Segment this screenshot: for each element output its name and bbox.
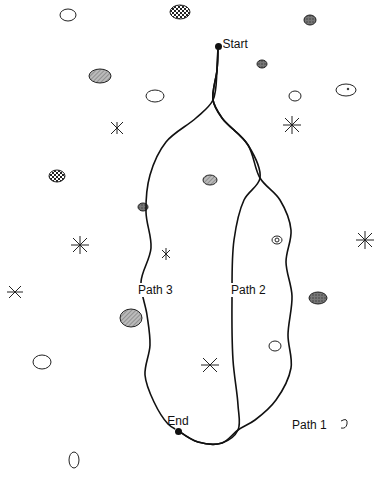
- grass-star: [71, 236, 89, 254]
- path-label: Path 3: [136, 283, 175, 297]
- rock: [49, 170, 65, 182]
- grass-star: [7, 286, 23, 298]
- grass-star: [283, 116, 301, 134]
- rock: [289, 91, 301, 101]
- grass-star: [111, 122, 123, 134]
- trail-path: [181, 49, 260, 444]
- waypoint-dot: [215, 43, 222, 50]
- trail-path: [141, 49, 218, 428]
- grass-star: [356, 231, 374, 249]
- rock: [69, 452, 79, 468]
- rock: [336, 84, 356, 96]
- rock: [257, 60, 267, 68]
- grass-star: [201, 358, 219, 372]
- rock: [170, 5, 190, 19]
- waypoint-label: Start: [223, 37, 248, 51]
- curl-mark: [341, 420, 347, 429]
- rock: [146, 90, 164, 102]
- rock: [309, 292, 327, 304]
- path-label: Path 2: [229, 283, 268, 297]
- rock: [203, 175, 217, 185]
- waypoint-dot: [175, 428, 182, 435]
- path-label: Path 1: [290, 418, 329, 432]
- rock: [60, 9, 76, 21]
- waypoint-label: End: [167, 414, 188, 428]
- waypoint: End: [167, 414, 188, 435]
- rock: [33, 355, 51, 369]
- rock: [269, 341, 281, 351]
- waypoint: Start: [215, 41, 248, 51]
- rock: [272, 236, 282, 244]
- rock: [89, 69, 111, 83]
- grass-star: [162, 248, 170, 260]
- rock: [304, 15, 316, 25]
- trail-path: [181, 49, 292, 444]
- rock: [120, 309, 142, 327]
